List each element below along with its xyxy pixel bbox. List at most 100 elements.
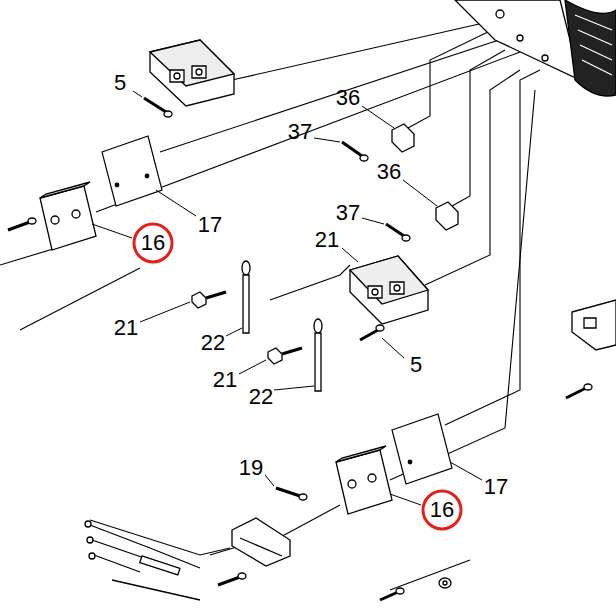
hole: [542, 55, 548, 61]
leader-line: [226, 328, 242, 336]
hole: [115, 183, 119, 187]
terminal-screw: [372, 289, 378, 295]
spacer-block: [40, 182, 392, 514]
cable-lug: [314, 319, 322, 333]
screw-head: [28, 218, 36, 224]
module-body: [350, 256, 428, 324]
assembly-line: [408, 30, 492, 128]
wire-sleeve: [140, 556, 180, 575]
hole: [368, 474, 376, 482]
terminal: [170, 70, 184, 82]
leader-line: [314, 138, 340, 142]
sensor-body: [232, 518, 290, 566]
leader-line: [390, 494, 421, 505]
power-module: [350, 256, 428, 324]
leader-line: [265, 475, 274, 486]
heatsink: [455, 0, 616, 96]
callout-number: 5: [410, 354, 422, 376]
callout-number: 19: [239, 457, 263, 479]
block-edge: [336, 446, 386, 462]
callout-number: 21: [114, 317, 138, 339]
callout-number: 36: [336, 87, 360, 109]
bolt-shank: [282, 348, 302, 354]
screw-head: [396, 588, 404, 594]
terminal: [368, 286, 382, 298]
callout-number: 17: [198, 214, 222, 236]
block-edge: [40, 182, 90, 198]
module-body: [572, 300, 616, 350]
hole: [51, 216, 59, 224]
screw-head: [299, 494, 307, 500]
connector-housing: [392, 124, 458, 230]
leader-line: [92, 224, 132, 238]
hole: [496, 10, 504, 18]
cable: [243, 275, 249, 333]
module-top: [350, 256, 428, 304]
screw-shank: [386, 224, 404, 236]
cables: [192, 261, 322, 391]
assembly-line: [445, 70, 540, 425]
screw-head: [360, 155, 368, 161]
leader-line: [342, 248, 358, 262]
callout-number: 16: [430, 499, 454, 521]
screw-shank: [342, 142, 362, 156]
leader-line: [382, 338, 404, 358]
terminal: [390, 282, 404, 294]
screw-head: [584, 384, 592, 390]
washer-hole: [443, 581, 447, 585]
module-body: [150, 40, 234, 106]
highlight-ring: [423, 491, 461, 529]
bolt-head: [268, 348, 282, 364]
sheet: [102, 136, 162, 206]
assembly-line: [275, 505, 340, 540]
assembly-line: [270, 265, 350, 300]
screw-shank: [144, 98, 166, 112]
highlight-ring: [134, 224, 172, 262]
assembly-line: [390, 560, 470, 590]
callout-number: 16: [141, 232, 165, 254]
hole: [348, 480, 356, 488]
terminal: [584, 318, 596, 328]
hole: [145, 174, 149, 178]
leader-line: [156, 190, 196, 216]
callout-number: 22: [201, 332, 225, 354]
screw-head: [376, 325, 384, 331]
housing: [392, 124, 414, 152]
wire-terminal: [87, 537, 93, 543]
screw-shank: [8, 222, 30, 230]
callout-number: 17: [484, 476, 508, 498]
cable: [315, 333, 321, 391]
bolt-head: [192, 292, 206, 308]
leader-lines: [92, 91, 482, 505]
leader-line: [140, 302, 190, 322]
assembly-lines: [0, 22, 540, 590]
terminal-screw: [196, 69, 202, 75]
screw-shank: [218, 577, 240, 585]
leader-line: [403, 180, 437, 206]
callout-number: 37: [288, 121, 312, 143]
screw-shank: [380, 592, 398, 600]
sensor-detail: [240, 538, 282, 556]
hole: [408, 460, 412, 464]
leader-line: [133, 91, 142, 97]
screws: [8, 98, 592, 600]
wire-terminal: [89, 553, 95, 559]
screw-shank: [566, 388, 586, 398]
housing: [436, 202, 458, 230]
power-module: [150, 40, 234, 106]
leader-line: [362, 218, 384, 224]
assembly-line: [90, 520, 230, 555]
callout-number: 37: [336, 202, 360, 224]
leader-line: [274, 386, 314, 390]
hole: [517, 35, 523, 41]
screw-head: [238, 573, 246, 579]
washer: [439, 578, 451, 588]
leader-line: [239, 360, 266, 374]
screw-head: [402, 235, 410, 241]
hole: [72, 210, 80, 218]
screw-head: [164, 111, 172, 117]
callout-number: 21: [315, 229, 339, 251]
thermal-sensor: [85, 518, 290, 600]
